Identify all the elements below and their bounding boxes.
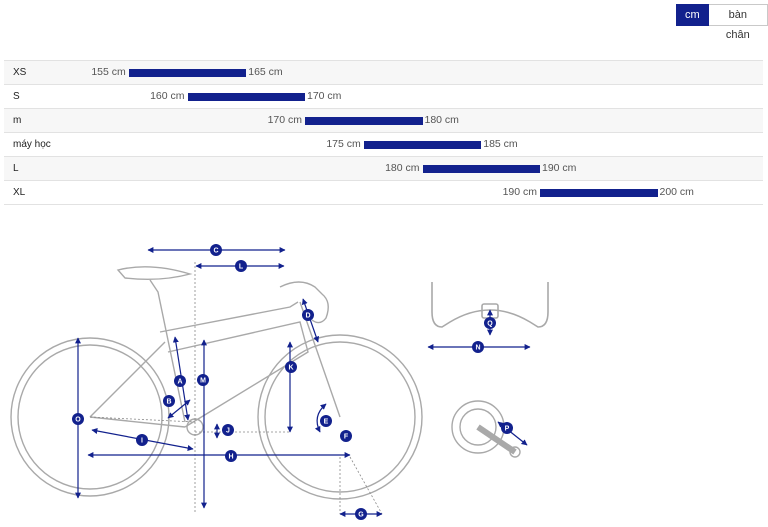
- marker-g: G: [355, 508, 367, 520]
- svg-text:F: F: [344, 434, 349, 441]
- size-row: máy học 175 cm 185 cm: [4, 132, 763, 156]
- svg-text:E: E: [324, 419, 329, 426]
- marker-n: N: [472, 341, 484, 353]
- marker-j: J: [222, 424, 234, 436]
- svg-text:G: G: [358, 512, 364, 519]
- svg-text:M: M: [200, 378, 206, 385]
- size-label: m: [13, 115, 22, 126]
- size-label: XL: [13, 187, 26, 198]
- height-max-label: 200 cm: [659, 186, 694, 198]
- height-min-label: 155 cm: [91, 66, 126, 78]
- height-range-bar: [363, 141, 482, 149]
- size-chart-table: XS 155 cm 165 cm S 160 cm 170 cm m 170 cm 180 cm…: [4, 60, 763, 205]
- chain-stay: [89, 416, 186, 428]
- marker-p: P: [501, 422, 513, 434]
- bike-outline: [10, 266, 423, 500]
- size-row: XL 190 cm 200 cm: [4, 180, 763, 205]
- seat-stay: [89, 341, 166, 418]
- svg-text:C: C: [213, 248, 218, 255]
- size-row: m 170 cm 180 cm: [4, 108, 763, 132]
- svg-text:D: D: [305, 313, 310, 320]
- rear-wheel-inner: [17, 344, 163, 490]
- handlebar-side: [279, 281, 329, 324]
- top-tube: [159, 301, 299, 333]
- svg-text:B: B: [166, 399, 171, 406]
- down-tube: [167, 321, 309, 428]
- unit-feet-button[interactable]: bàn chân: [708, 4, 768, 41]
- size-label: máy học: [13, 139, 51, 150]
- marker-q: Q: [484, 317, 496, 329]
- svg-text:K: K: [288, 365, 293, 372]
- svg-text:P: P: [505, 426, 510, 433]
- unit-cm-button[interactable]: cm: [676, 4, 709, 26]
- marker-k: K: [285, 361, 297, 373]
- marker-o: O: [72, 413, 84, 425]
- marker-i: I: [136, 434, 148, 446]
- svg-text:Q: Q: [487, 321, 493, 328]
- height-max-label: 170 cm: [307, 90, 342, 102]
- height-max-label: 165 cm: [248, 66, 283, 78]
- height-range-bar: [128, 69, 247, 77]
- marker-m: M: [197, 374, 209, 386]
- height-min-label: 170 cm: [267, 114, 302, 126]
- marker-a: A: [174, 375, 186, 387]
- height-range-bar: [540, 189, 658, 197]
- dimension-guides: [89, 262, 383, 515]
- svg-text:N: N: [475, 345, 480, 352]
- height-max-label: 190 cm: [542, 162, 577, 174]
- svg-text:L: L: [239, 264, 244, 271]
- unit-toggle: cm bàn chân: [676, 4, 768, 41]
- marker-b: B: [163, 395, 175, 407]
- svg-text:I: I: [141, 438, 143, 445]
- height-min-label: 180 cm: [385, 162, 420, 174]
- height-min-label: 190 cm: [502, 186, 537, 198]
- size-row: L 180 cm 190 cm: [4, 156, 763, 180]
- dimension-arrows: [75, 247, 531, 517]
- size-row: S 160 cm 170 cm: [4, 84, 763, 108]
- marker-d: D: [302, 309, 314, 321]
- size-label: XS: [13, 67, 27, 78]
- svg-text:H: H: [228, 454, 233, 461]
- dimension-markers: C L D K M A B O I J H E F G Q N P: [72, 244, 513, 520]
- height-min-label: 160 cm: [150, 90, 185, 102]
- marker-e: E: [320, 415, 332, 427]
- height-range-bar: [422, 165, 540, 173]
- size-label: L: [13, 163, 19, 174]
- size-label: S: [13, 91, 20, 102]
- marker-l: L: [235, 260, 247, 272]
- height-max-label: 185 cm: [483, 138, 518, 150]
- front-wheel-inner: [264, 341, 416, 493]
- marker-f: F: [340, 430, 352, 442]
- size-row: XS 155 cm 165 cm: [4, 60, 763, 84]
- height-range-bar: [305, 117, 423, 125]
- height-range-bar: [187, 93, 305, 101]
- marker-c: C: [210, 244, 222, 256]
- height-min-label: 175 cm: [326, 138, 361, 150]
- marker-h: H: [225, 450, 237, 462]
- saddle: [116, 266, 193, 281]
- svg-text:O: O: [75, 417, 81, 424]
- svg-text:J: J: [226, 428, 230, 435]
- bike-geometry-diagram: C L D K M A B O I J H E F G Q N P: [10, 244, 549, 520]
- svg-text:A: A: [177, 379, 182, 386]
- height-max-label: 180 cm: [424, 114, 459, 126]
